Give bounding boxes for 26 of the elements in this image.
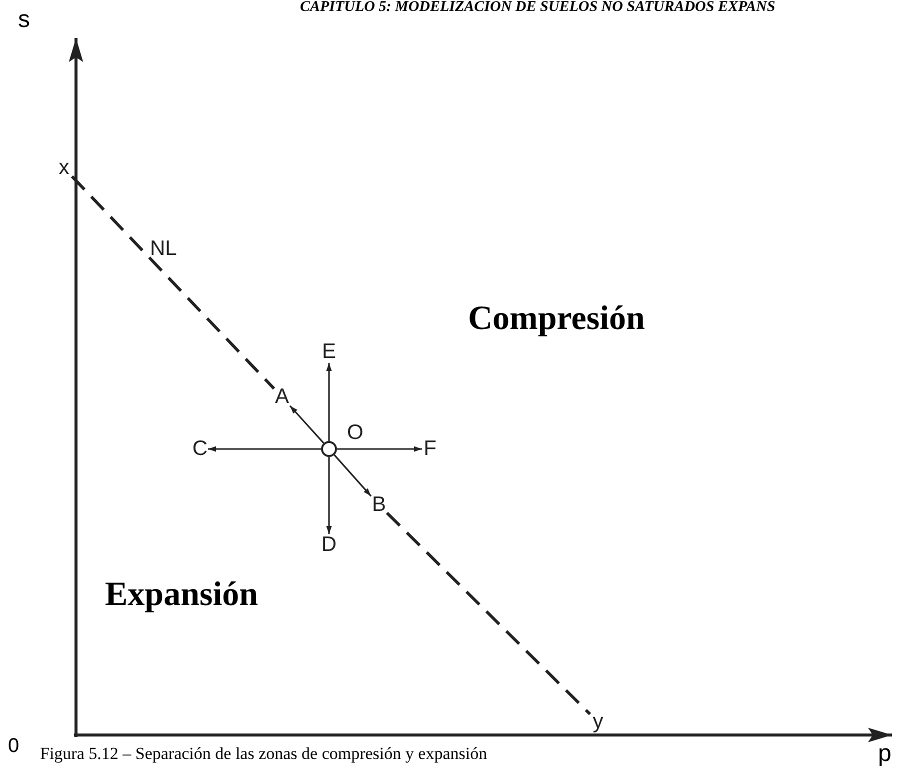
figure-caption: Figura 5.12 – Separación de las zonas de compresión y expansión — [40, 745, 488, 762]
point-label: y — [590, 712, 606, 732]
point-label: D — [321, 534, 337, 556]
point-label: O — [347, 422, 364, 443]
arrow — [208, 446, 321, 452]
dashed-line — [70, 175, 276, 390]
region-label: Compresión — [468, 302, 645, 336]
edge-label: NL — [150, 238, 177, 259]
arrow — [334, 454, 372, 497]
arrow — [289, 405, 324, 444]
axis-label: p — [878, 742, 892, 766]
point-circle — [321, 441, 337, 457]
axis-label: 0 — [8, 736, 20, 756]
point-label: x — [56, 158, 72, 178]
dashed-line — [386, 512, 592, 716]
axis-label: s — [18, 8, 30, 32]
point-label: E — [321, 341, 337, 363]
point-label: C — [192, 438, 208, 460]
region-label: Expansión — [105, 578, 258, 612]
point-label: F — [422, 438, 438, 460]
arrow — [337, 446, 422, 452]
point-label: B — [371, 494, 387, 516]
point-label: A — [274, 386, 290, 408]
page-header: CAPITULO 5: MODELIZACION DE SUELOS NO SATURADOS EXPANS — [300, 0, 776, 15]
arrow — [326, 457, 332, 534]
arrow — [326, 363, 332, 441]
